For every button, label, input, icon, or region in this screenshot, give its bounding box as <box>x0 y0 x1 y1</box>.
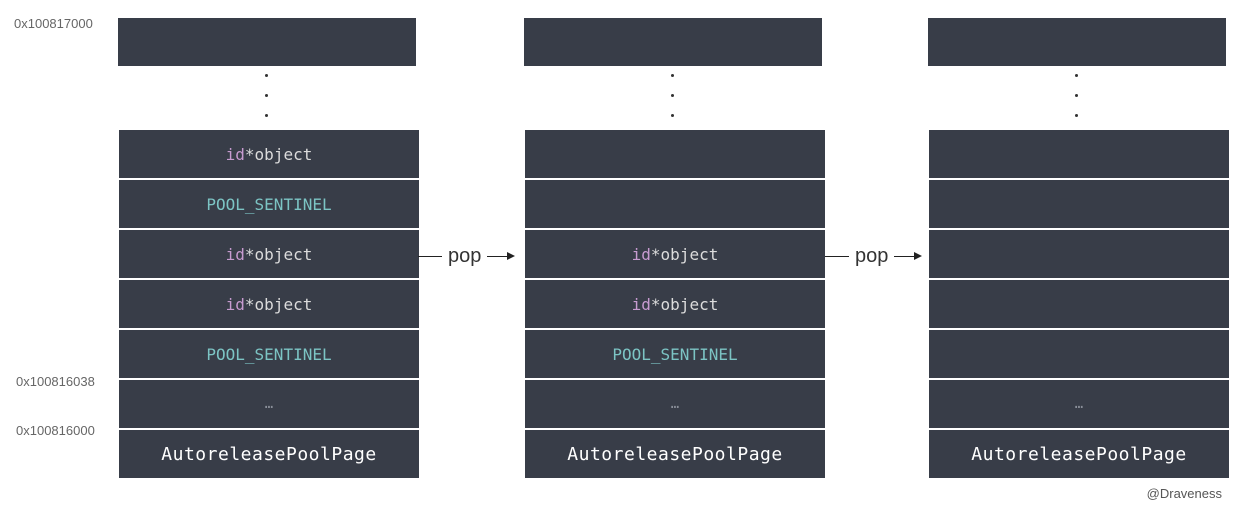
ellipsis-cell: … <box>525 380 825 430</box>
address-base: 0x100816000 <box>16 423 95 438</box>
page-header-cell: AutoreleasePoolPage <box>119 430 419 478</box>
pop-label: pop <box>448 244 482 267</box>
page-header-cell: AutoreleasePoolPage <box>525 430 825 478</box>
ellipsis-cell: … <box>119 380 419 430</box>
object-cell: id *object <box>119 230 419 280</box>
arrow-head-icon <box>507 252 516 260</box>
page-top-block <box>118 18 416 66</box>
object-cell: id *object <box>119 280 419 330</box>
vertical-dots <box>524 74 822 144</box>
page-top-block <box>524 18 822 66</box>
vertical-dots <box>928 74 1226 144</box>
author-credit: @Draveness <box>1146 486 1222 501</box>
empty-cell <box>929 130 1229 180</box>
empty-cell <box>525 130 825 180</box>
empty-cell <box>929 280 1229 330</box>
sentinel-cell: POOL_SENTINEL <box>525 330 825 380</box>
object-cell: id *object <box>525 230 825 280</box>
page-stack: id *object POOL_SENTINEL id *object id *… <box>119 130 419 478</box>
address-top: 0x100817000 <box>14 16 93 31</box>
page-stack: id *object id *object POOL_SENTINEL … Au… <box>525 130 825 478</box>
pop-label: pop <box>855 244 889 267</box>
sentinel-cell: POOL_SENTINEL <box>119 330 419 380</box>
pop-arrow-2: pop <box>825 244 923 268</box>
object-cell: id *object <box>525 280 825 330</box>
pop-arrow-1: pop <box>418 244 516 268</box>
empty-cell <box>929 230 1229 280</box>
empty-cell <box>929 180 1229 230</box>
empty-cell <box>525 180 825 230</box>
sentinel-cell: POOL_SENTINEL <box>119 180 419 230</box>
ellipsis-cell: … <box>929 380 1229 430</box>
empty-cell <box>929 330 1229 380</box>
page-top-block <box>928 18 1226 66</box>
page-header-cell: AutoreleasePoolPage <box>929 430 1229 478</box>
address-sentinel: 0x100816038 <box>16 374 95 389</box>
page-stack: … AutoreleasePoolPage <box>929 130 1229 478</box>
object-cell: id *object <box>119 130 419 180</box>
arrow-head-icon <box>914 252 923 260</box>
vertical-dots <box>118 74 416 144</box>
